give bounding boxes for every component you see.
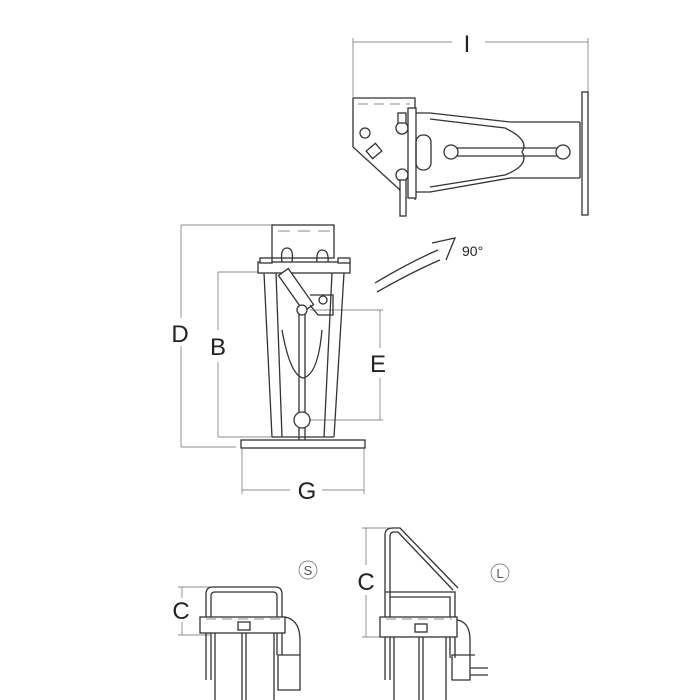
arrow-curve-upper <box>374 249 439 284</box>
variant-circle-s <box>298 560 318 580</box>
clip <box>365 142 383 160</box>
arrow-head-icon <box>431 237 457 261</box>
front-view: D B E G <box>171 224 386 505</box>
eye-left <box>280 247 294 263</box>
base-plate <box>240 439 366 449</box>
nut-large <box>414 623 428 633</box>
posts-large <box>393 637 447 700</box>
hole <box>359 127 371 139</box>
tube <box>271 224 335 259</box>
latch-hole <box>318 295 328 305</box>
dim-label-c-large: C <box>357 569 374 596</box>
hinge-bottom <box>395 168 409 182</box>
rod-ball-front <box>293 411 311 429</box>
hinge-top <box>395 121 409 135</box>
latch-block <box>309 294 334 316</box>
dim-label-c-small: C <box>172 598 189 625</box>
dim-label-i: I <box>464 31 471 58</box>
dim-label-e: E <box>370 351 386 378</box>
variant-label-l: L <box>496 566 503 581</box>
rod-ball <box>555 144 571 160</box>
rod-ring-front <box>296 304 308 316</box>
elbow-large <box>451 619 488 681</box>
nut-top <box>397 112 407 124</box>
slot <box>415 134 432 171</box>
elbow-small <box>277 616 301 691</box>
top-view: I <box>352 31 589 217</box>
variant-small: C S <box>172 560 318 700</box>
eye-right <box>316 249 329 263</box>
variant-circle-l <box>490 563 510 583</box>
handle-small <box>205 586 283 680</box>
arm-inner <box>429 118 525 188</box>
rotation-arrow: 90° <box>374 237 483 293</box>
dim-label-b: B <box>210 334 226 361</box>
pin-bottom <box>399 179 407 217</box>
base-plate-top <box>581 91 589 216</box>
variant-large: C L <box>357 527 510 700</box>
mount-plate <box>407 107 417 199</box>
variant-label-s: S <box>304 563 313 578</box>
rotation-label: 90° <box>462 243 483 259</box>
rod-ring <box>443 144 459 160</box>
top-plate <box>257 261 351 274</box>
dim-label-g: G <box>298 478 317 505</box>
nut-left <box>259 257 273 264</box>
dim-label-d: D <box>171 321 188 348</box>
legs <box>263 272 345 438</box>
latch <box>277 267 315 313</box>
handle-large-diagonal <box>384 527 459 680</box>
posts-small <box>214 633 275 700</box>
rod <box>448 147 565 157</box>
leg-curve <box>281 329 323 379</box>
nut-small <box>237 621 251 631</box>
arrow-curve-lower <box>376 259 441 293</box>
arms <box>416 112 580 193</box>
nut-right <box>337 257 351 264</box>
